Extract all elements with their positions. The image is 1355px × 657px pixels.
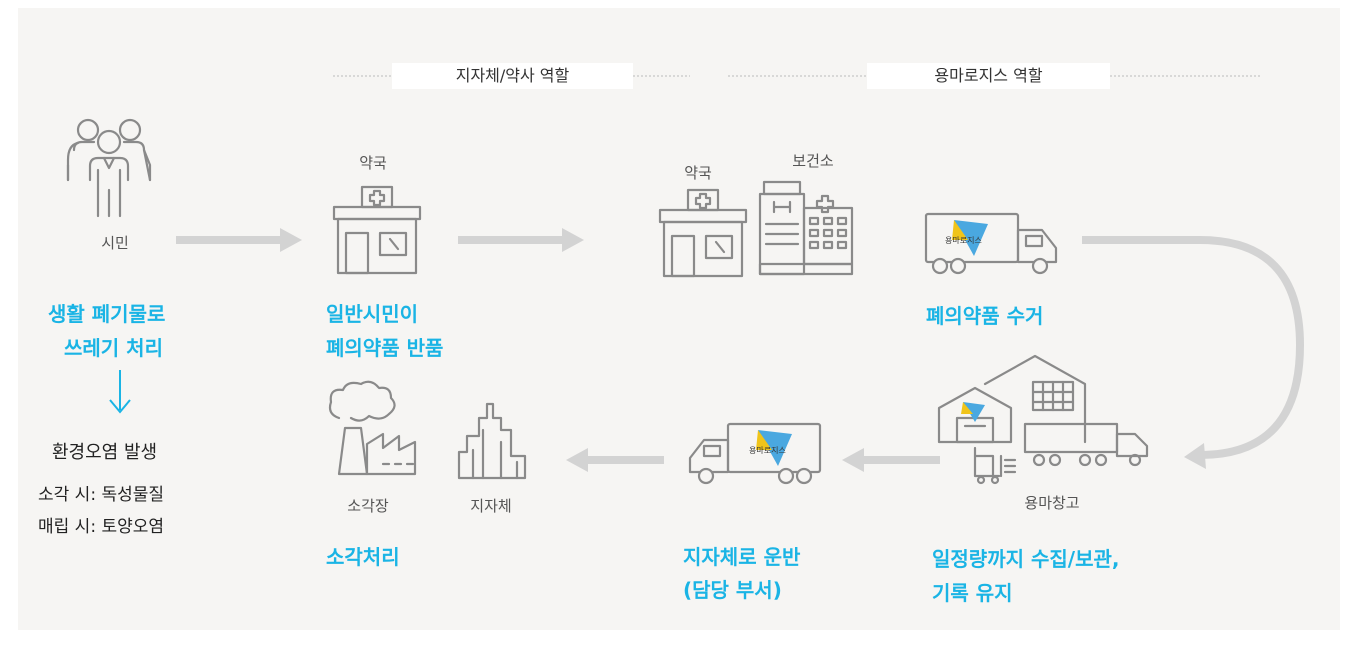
- pharmacy-label-1: 약국: [359, 154, 387, 172]
- pharmacy-icon: [332, 185, 422, 275]
- role-label-municipality: 지자체/약사 역할: [392, 63, 633, 89]
- step-citizen-return-line2: 폐의약품 반품: [326, 336, 444, 360]
- step-transport-line2: (담당 부서): [683, 578, 782, 602]
- truck-icon-collection: 용마로지스: [924, 212, 1058, 275]
- health-center-icon: [758, 180, 854, 276]
- step-collection: 폐의약품 수거: [926, 304, 1044, 328]
- step-storage-line2: 기록 유지: [932, 581, 1013, 605]
- incinerator-icon: [328, 380, 417, 476]
- role-label-yongma: 용마로지스 역할: [867, 63, 1110, 89]
- truck-logo-text-1: 용마로지스: [945, 236, 982, 245]
- truck-icon-transport: 용마로지스: [688, 422, 822, 485]
- municipality-icon: [457, 402, 527, 480]
- incinerator-label: 소각장: [347, 497, 389, 515]
- pollution-title: 환경오염 발생: [52, 442, 158, 463]
- health-center-label: 보건소: [792, 152, 834, 170]
- citizen-label: 시민: [101, 234, 129, 252]
- citizens-icon: [66, 118, 152, 218]
- diagram-panel: [18, 8, 1340, 630]
- step-household-waste-line1: 생활 폐기물로: [48, 302, 166, 326]
- pharmacy-icon-2: [658, 188, 748, 278]
- warehouse-icon: [937, 354, 1149, 485]
- step-incineration: 소각처리: [326, 545, 400, 569]
- municipality-label: 지자체: [470, 497, 512, 515]
- warehouse-label: 용마창고: [1024, 494, 1080, 512]
- pharmacy-label-2: 약국: [684, 164, 712, 182]
- pollution-item-incineration: 소각 시: 독성물질: [38, 485, 165, 505]
- step-citizen-return-line1: 일반시민이: [326, 302, 418, 326]
- pollution-item-landfill: 매립 시: 토양오염: [38, 517, 165, 537]
- truck-logo-text-2: 용마로지스: [749, 446, 786, 455]
- step-household-waste-line2: 쓰레기 처리: [64, 336, 163, 360]
- step-storage-line1: 일정량까지 수집/보관,: [932, 547, 1120, 571]
- top-border: [0, 0, 1355, 8]
- step-transport-line1: 지자체로 운반: [683, 545, 801, 569]
